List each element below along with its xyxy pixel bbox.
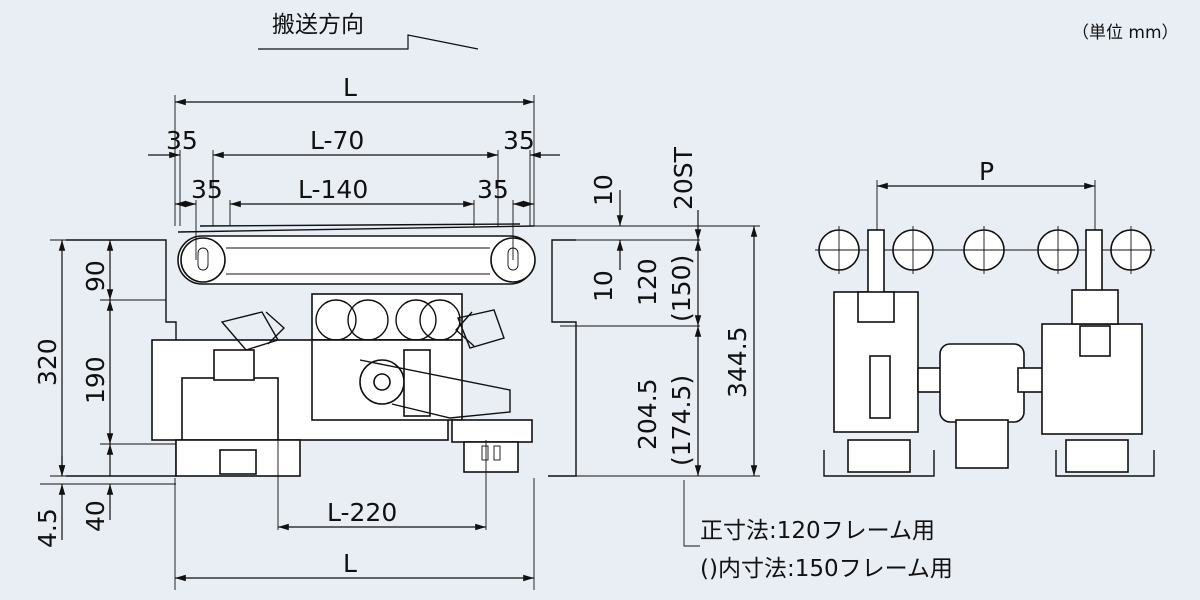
dim-35-right-inner: 35 — [477, 175, 509, 204]
dim-l-70: L-70 — [310, 126, 364, 155]
note-120-frame: 正寸法:120フレーム用 — [700, 518, 935, 544]
direction-label: 搬送方向 — [272, 12, 364, 38]
note-150-frame: ()内寸法:150フレーム用 — [700, 556, 953, 582]
dim-40: 40 — [81, 500, 110, 532]
dim-174-5: (174.5) — [667, 375, 696, 466]
unit-label: （単位 mm） — [1072, 23, 1179, 43]
dim-120: 120 — [633, 258, 662, 306]
dim-190: 190 — [81, 356, 110, 404]
dim-35-left-outer: 35 — [166, 126, 198, 155]
front-view-machine — [66, 223, 577, 477]
dim-150: (150) — [667, 255, 696, 322]
dim-4-5: 4.5 — [33, 508, 62, 548]
dim-90: 90 — [81, 260, 110, 292]
dim-20st: 20ST — [669, 146, 698, 210]
dim-344-5: 344.5 — [723, 326, 752, 398]
front-view-dimension-lines — [40, 95, 760, 590]
dim-10-mid: 10 — [589, 270, 618, 302]
dim-204-5: 204.5 — [633, 378, 662, 450]
dim-l-220: L-220 — [327, 498, 397, 527]
dim-10-top: 10 — [589, 174, 618, 206]
direction-arrow-icon — [258, 34, 479, 50]
dim-l-140: L-140 — [298, 175, 368, 204]
dim-pitch-p: P — [979, 157, 994, 186]
conveying-direction-indicator: 搬送方向 — [258, 12, 479, 50]
dim-35-right-outer: 35 — [503, 126, 535, 155]
dim-l-bottom: L — [343, 549, 357, 578]
dim-l-top: L — [343, 73, 357, 102]
dim-320: 320 — [33, 338, 62, 386]
roller-circles — [815, 226, 1155, 274]
side-view-machine — [815, 180, 1155, 477]
dim-35-left-inner: 35 — [191, 175, 223, 204]
